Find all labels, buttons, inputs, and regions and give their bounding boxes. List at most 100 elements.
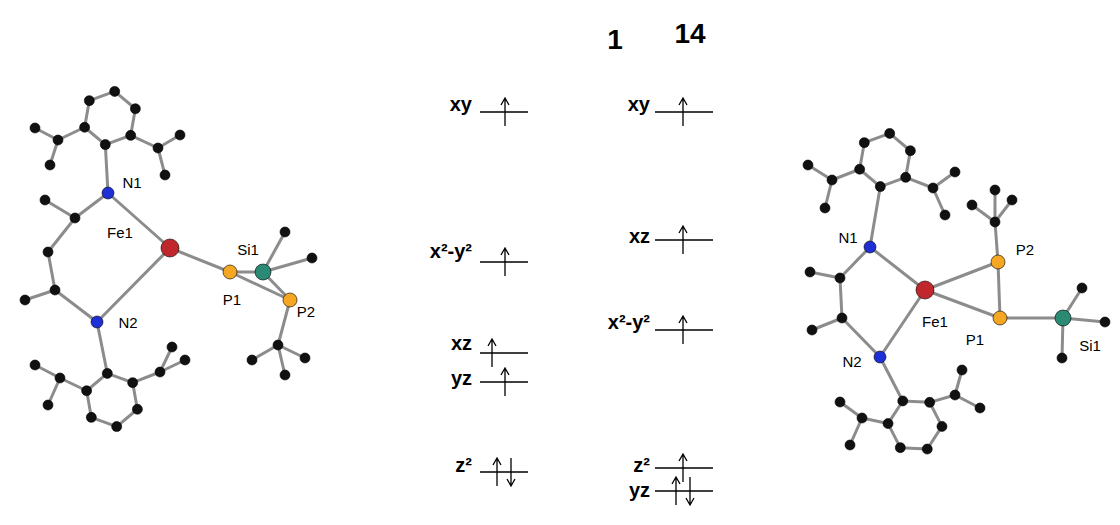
atom-label: P1 xyxy=(222,292,242,309)
carbon-atom xyxy=(1057,353,1067,363)
carbon-atom xyxy=(153,143,163,153)
carbon-atom xyxy=(280,227,290,237)
carbon-atom xyxy=(855,164,865,174)
carbon-atom xyxy=(837,313,847,323)
bond-stick xyxy=(880,290,925,357)
electron-spin-arrow xyxy=(507,458,515,486)
carbon-atom xyxy=(128,378,138,388)
carbon-atom xyxy=(967,200,977,210)
electron-arrows xyxy=(488,98,694,505)
orbital-label: xz xyxy=(629,225,650,247)
carbon-atom xyxy=(990,217,1000,227)
atom-label: N2 xyxy=(117,315,138,332)
electron-spin-arrow xyxy=(501,98,509,126)
heteroatom-ball xyxy=(161,239,179,257)
bond-group xyxy=(25,91,1105,449)
bond-stick xyxy=(840,278,842,318)
electron-spin-arrow xyxy=(679,316,687,344)
orbital-label: xz xyxy=(451,332,472,354)
carbon-atom xyxy=(300,353,310,363)
electron-spin-arrow xyxy=(672,477,680,505)
carbon-atom xyxy=(845,440,855,450)
carbon-atom xyxy=(43,247,53,257)
carbon-atom xyxy=(86,412,96,422)
carbon-atom xyxy=(102,368,112,378)
bond-stick xyxy=(870,247,925,290)
bond-stick xyxy=(55,290,97,322)
carbon-atom xyxy=(835,273,845,283)
electron-spin-arrow xyxy=(501,248,509,276)
bond-stick xyxy=(842,318,880,357)
energy-level xyxy=(480,381,528,382)
orbital-label: yz xyxy=(451,367,472,389)
energy-level xyxy=(655,467,713,468)
heteroatom-ball xyxy=(864,241,876,253)
bond-stick xyxy=(48,252,55,290)
electron-spin-arrow xyxy=(501,368,509,396)
carbon-atom xyxy=(1077,283,1087,293)
carbon-atom xyxy=(835,397,845,407)
carbon-atom xyxy=(827,175,837,185)
carbon-atom xyxy=(805,267,815,277)
atom-label: Si1 xyxy=(236,242,260,259)
energy-level xyxy=(480,111,528,112)
carbon-atom xyxy=(950,167,960,177)
carbon-atom xyxy=(898,396,908,406)
carbon-atom xyxy=(1100,317,1110,327)
carbon-atom xyxy=(807,325,817,335)
carbon-atom xyxy=(175,130,185,140)
bond-stick xyxy=(925,262,998,290)
heteroatom-ball xyxy=(255,264,271,280)
electron-spin-arrow xyxy=(493,458,501,486)
atom-label: N1 xyxy=(837,230,858,247)
carbon-atom xyxy=(180,355,190,365)
carbon-atom xyxy=(1007,195,1017,205)
bond-stick xyxy=(1000,317,1063,320)
energy-level xyxy=(655,329,713,330)
bond-stick xyxy=(840,247,870,278)
bond-stick xyxy=(170,248,230,272)
carbon-atom xyxy=(859,138,869,148)
carbon-atom xyxy=(20,295,30,305)
carbon-atom xyxy=(43,400,53,410)
carbon-atom xyxy=(280,370,290,380)
heteroatom-ball xyxy=(102,187,114,199)
carbon-atom xyxy=(940,210,950,220)
carbon-atom xyxy=(40,195,50,205)
energy-level xyxy=(480,261,528,262)
electron-spin-arrow xyxy=(488,339,496,367)
electron-spin-arrow xyxy=(679,226,687,254)
energy-level xyxy=(655,111,713,112)
orbital-label: z² xyxy=(455,454,472,476)
carbon-atom xyxy=(82,386,92,396)
electron-spin-arrow xyxy=(679,454,687,482)
carbon-atom xyxy=(307,253,317,263)
orbital-levels xyxy=(480,112,713,491)
carbon-atom xyxy=(80,122,90,132)
orbital-label: z² xyxy=(633,454,650,476)
heteroatom-ball xyxy=(91,316,103,328)
orbital-label: xy xyxy=(450,93,472,115)
orbital-label: xy xyxy=(628,93,650,115)
atom-label: N2 xyxy=(841,354,862,371)
carbon-atom xyxy=(126,130,136,140)
carbon-atom xyxy=(957,365,967,375)
heteroatom-ball xyxy=(223,265,237,279)
carbon-atom xyxy=(820,203,830,213)
bond-stick xyxy=(97,248,170,322)
orbital-label: yz xyxy=(629,479,650,501)
orbital-label: x²-y² xyxy=(430,240,472,262)
carbon-atom xyxy=(30,360,40,370)
carbon-atom xyxy=(100,140,110,150)
carbon-atom xyxy=(875,182,885,192)
carbon-atom xyxy=(53,135,63,145)
carbon-atom xyxy=(50,285,60,295)
carbon-atom xyxy=(905,146,915,156)
bond-stick xyxy=(97,322,107,373)
carbon-atom xyxy=(925,397,935,407)
heteroatom-ball xyxy=(916,281,934,299)
energy-level xyxy=(480,352,528,353)
